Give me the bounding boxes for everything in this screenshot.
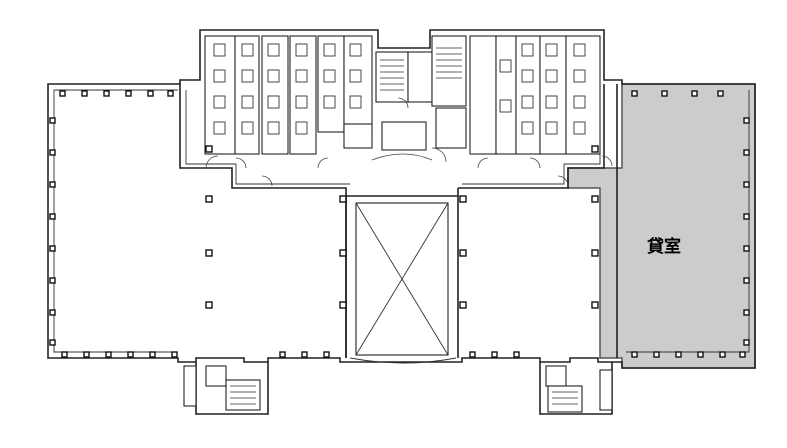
building-outline [47, 29, 756, 369]
corridor-doors [205, 155, 613, 187]
north-left-toilet-stalls [213, 43, 362, 135]
north-left-room-block [204, 35, 373, 155]
north-right-toilet-stalls [499, 43, 586, 135]
interior-columns [205, 145, 599, 309]
building-outline-inner [53, 89, 750, 353]
rental-room-label: 貸室 [646, 236, 681, 257]
south-east-stair-core [539, 362, 613, 415]
north-center-core [371, 35, 467, 163]
south-west-stair-core [183, 362, 269, 415]
atrium-cross-2 [355, 202, 449, 356]
perimeter-columns [49, 90, 750, 358]
right-wing-partition [457, 84, 605, 196]
left-wing-partition-inner [185, 90, 350, 185]
atrium-south-edge [349, 357, 457, 364]
